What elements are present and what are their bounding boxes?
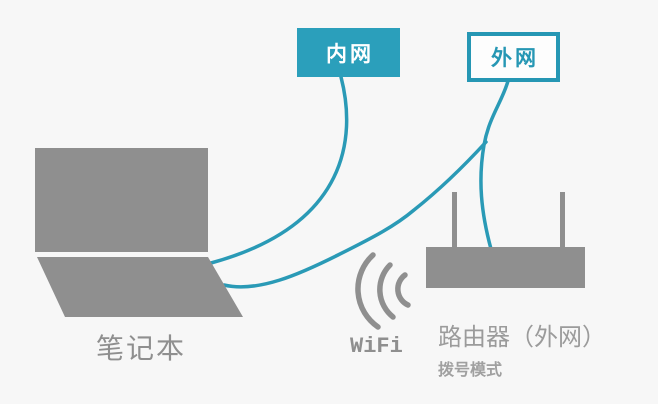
cable-laptop-to-extranet — [222, 140, 488, 289]
router-mode-label: 拨号模式 — [438, 362, 503, 379]
intranet-tag: 内网 — [297, 28, 400, 77]
router-antenna-right-icon — [560, 192, 565, 248]
wifi-wave-small-icon — [395, 272, 411, 308]
router-antenna-left-icon — [452, 192, 457, 248]
cable-extranet-to-router — [479, 79, 510, 251]
laptop-label: 笔记本 — [96, 333, 187, 364]
wifi-label: WiFi — [350, 334, 403, 359]
wifi-wave-large-icon — [355, 252, 381, 330]
laptop-base-icon — [37, 257, 243, 317]
cable-intranet-to-laptop — [209, 75, 349, 265]
laptop-screen-icon — [35, 148, 208, 252]
wifi-wave-medium-icon — [377, 262, 396, 320]
router-label: 路由器（外网） — [438, 324, 606, 351]
wifi-signal-icon — [355, 252, 411, 330]
extranet-tag-label: 外网 — [491, 47, 539, 70]
intranet-tag-label: 内网 — [326, 42, 374, 66]
extranet-tag: 外网 — [467, 32, 560, 82]
router-body-icon — [426, 247, 585, 288]
